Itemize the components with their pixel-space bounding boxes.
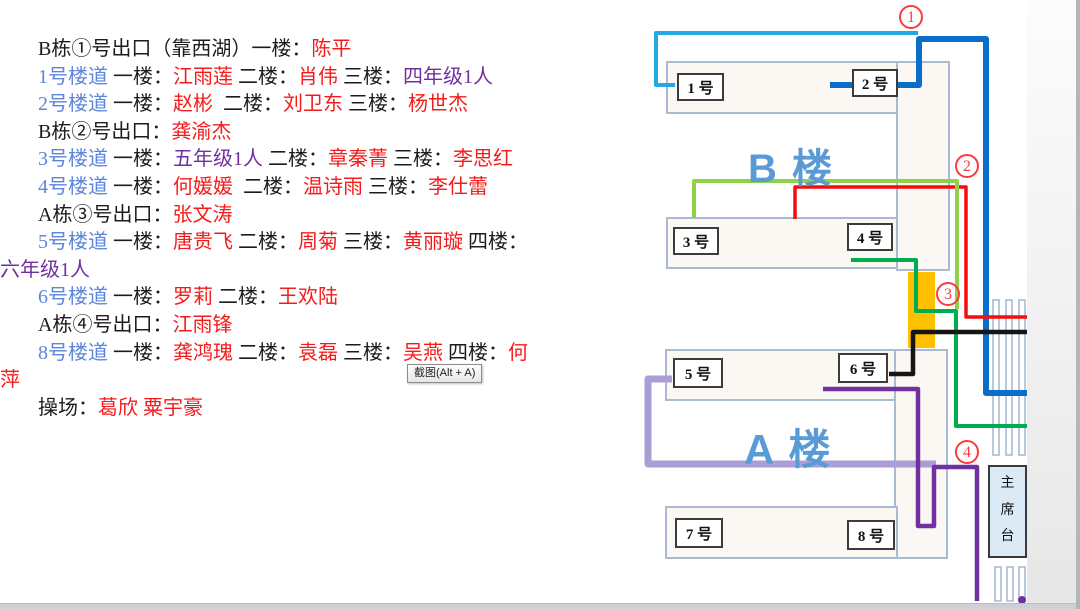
roster-line: 操场：葛欣 粟宇豪 — [38, 396, 203, 419]
exit-marker-3: 3 — [936, 282, 960, 306]
roster-line: 8号楼道 一楼：龚鸿瑰 二楼：袁磊 三楼：吴燕 四楼：何萍 — [0, 341, 528, 392]
roster-line: 1号楼道 一楼：江雨莲 二楼：肖伟 三楼：四年级1人 — [38, 65, 493, 88]
window-right-edge — [1076, 0, 1080, 609]
evacuation-roster: B栋①号出口（靠西湖）一楼：陈平 1号楼道 一楼：江雨莲 二楼：肖伟 三楼：四年级… — [0, 36, 600, 422]
roster-line: 6号楼道 一楼：罗莉 二楼：王欢陆 — [38, 286, 338, 309]
room-box-6: 6 号 — [838, 353, 888, 383]
exit-marker-1: 1 — [899, 5, 923, 29]
exit-marker-4: 4 — [955, 440, 979, 464]
room-box-4: 4 号 — [847, 223, 893, 251]
building-b-label: B 楼 — [748, 147, 834, 191]
room-box-7: 7 号 — [675, 518, 723, 548]
exit-marker-2: 2 — [955, 154, 979, 178]
roster-line: B栋①号出口（靠西湖）一楼：陈平 — [38, 38, 352, 60]
roster-line: 2号楼道 一楼：赵彬 二楼：刘卫东 三楼：杨世杰 — [38, 93, 468, 116]
roster-line: A栋④号出口：江雨锋 — [38, 313, 233, 336]
stairs-bars-lower — [994, 566, 1026, 602]
room-box-3: 3 号 — [673, 227, 719, 255]
route-end-dot — [1018, 596, 1026, 604]
route-red — [793, 185, 1027, 319]
room-box-5: 5 号 — [673, 358, 723, 388]
roster-line: 3号楼道 一楼：五年级1人 二楼：章秦菁 三楼：李思红 — [38, 148, 513, 171]
route-2-dark-blue — [830, 36, 1027, 396]
route-1-light-blue — [654, 31, 918, 87]
route-5-lavender — [644, 375, 936, 468]
roster-line: 5号楼道 一楼：唐贵飞 二楼：周菊 三楼：黄丽璇 四楼：六年级1人 — [0, 231, 528, 281]
room-box-8: 8 号 — [847, 520, 895, 550]
room-box-2: 2 号 — [852, 69, 898, 97]
window-bottom-edge — [0, 603, 1076, 609]
stairs-bars-upper — [992, 299, 1026, 456]
route-8-dark-purple — [823, 386, 980, 601]
roster-line: A栋③号出口：张文涛 — [38, 203, 233, 226]
route-4-dark-green — [851, 258, 1027, 428]
building-a-label: A 楼 — [744, 426, 833, 473]
roster-line: B栋②号出口：龚渝杰 — [38, 120, 232, 143]
roster-line: 4号楼道 一楼：何媛媛 二楼：温诗雨 三楼：李仕蕾 — [38, 175, 488, 198]
route-3-light-green — [692, 179, 959, 309]
room-box-1: 1 号 — [677, 73, 724, 101]
right-gutter-panel — [1027, 0, 1076, 603]
route-6-black — [889, 329, 1027, 377]
screenshot-tooltip: 截图(Alt + A) — [407, 364, 483, 383]
podium-box: 主席台 — [988, 465, 1027, 558]
podium-label: 主席台 — [1000, 476, 1015, 545]
